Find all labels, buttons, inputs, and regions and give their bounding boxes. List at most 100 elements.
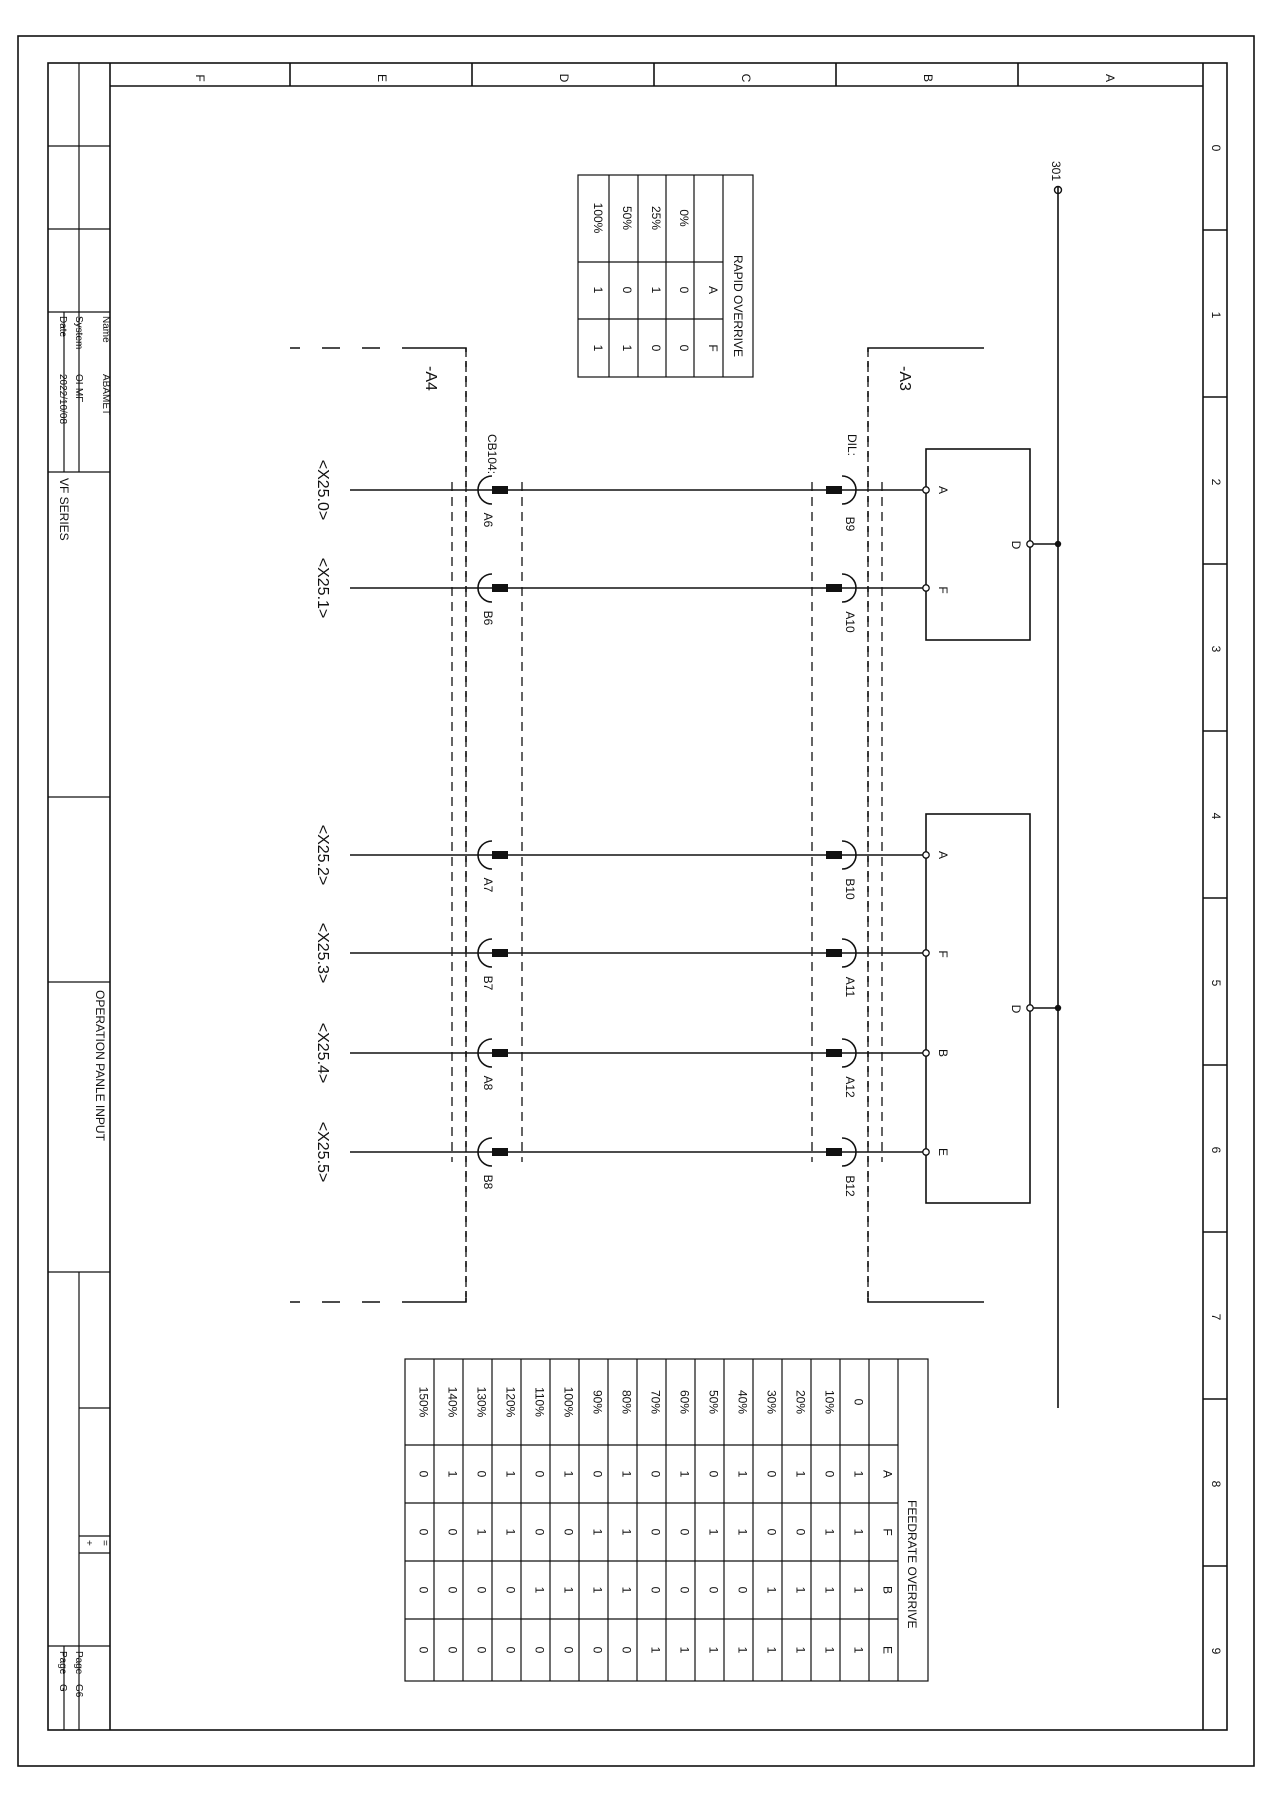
page-label: Page xyxy=(57,1651,68,1675)
table-header-cell: E xyxy=(881,1646,895,1654)
table-cell: 0 xyxy=(649,1529,663,1536)
table-cell: 0 xyxy=(417,1529,431,1536)
table-cell: 1 xyxy=(852,1647,866,1654)
table-cell: 50% xyxy=(707,1390,721,1414)
cb104-pin-label: A6 xyxy=(481,513,495,528)
table-cell: 1 xyxy=(707,1529,721,1536)
row-number: 8 xyxy=(1209,1481,1223,1488)
signal-label: <X25.4> xyxy=(314,1023,331,1084)
table-cell: 1 xyxy=(794,1647,808,1654)
signal-label: <X25.1> xyxy=(314,558,331,619)
signal-label: <X25.0> xyxy=(314,460,331,521)
system-label: System xyxy=(73,316,84,349)
table-cell: 0 xyxy=(677,287,691,294)
row-number: 9 xyxy=(1209,1648,1223,1655)
signal-label: <X25.3> xyxy=(314,923,331,984)
table-cell: 140% xyxy=(446,1387,460,1418)
row-number: 0 xyxy=(1209,145,1223,152)
title-block-text: Name ABAMET System OI-MF Date 2022/10/08… xyxy=(57,316,111,1698)
table-cell: 0 xyxy=(794,1529,808,1536)
table-cell: 0 xyxy=(446,1647,460,1654)
table-cell: 0 xyxy=(765,1471,779,1478)
table-cell: 0 xyxy=(417,1471,431,1478)
table-cell: 0 xyxy=(591,1647,605,1654)
location-symbol: + xyxy=(83,1540,94,1546)
switch-terminal xyxy=(922,486,930,494)
column-letter: E xyxy=(375,74,389,82)
row-number: 2 xyxy=(1209,479,1223,486)
connector-socket xyxy=(841,840,857,870)
dil-pin-label: A12 xyxy=(843,1076,857,1098)
table-cell: 10% xyxy=(823,1390,837,1414)
dil-pin-label: A10 xyxy=(843,611,857,633)
table-cell: 1 xyxy=(823,1587,837,1594)
connector-pin xyxy=(826,1049,842,1057)
connector-pin xyxy=(492,486,508,494)
table-cell: 1 xyxy=(591,345,605,352)
table-cell: 150% xyxy=(417,1387,431,1418)
signal-label: <X25.2> xyxy=(314,825,331,886)
table-cell: 0 xyxy=(852,1399,866,1406)
rapid-table-title: RAPID OVERRIVE xyxy=(731,255,745,357)
table-cell: 0 xyxy=(736,1587,750,1594)
table-cell: 0 xyxy=(533,1471,547,1478)
table-cell: 1 xyxy=(649,1647,663,1654)
column-letter: F xyxy=(193,74,207,81)
table-cell: 90% xyxy=(591,1390,605,1414)
table-cell: 1 xyxy=(678,1647,692,1654)
table-cell: 0 xyxy=(533,1647,547,1654)
table-cell: 20% xyxy=(794,1390,808,1414)
rapid-override-switch: A F D xyxy=(925,448,1058,641)
table-cell: 0 xyxy=(446,1529,460,1536)
connector-pin xyxy=(826,1148,842,1156)
device-a4-boundary xyxy=(290,346,468,1304)
table-cell: 1 xyxy=(794,1471,808,1478)
switch-terminal xyxy=(922,851,930,859)
row-number: 7 xyxy=(1209,1314,1223,1321)
switch-terminal xyxy=(922,1049,930,1057)
date-value: 2022/10/08 xyxy=(57,374,68,424)
letter-strip-labels: F E D C B A xyxy=(193,74,1117,83)
table-cell: 80% xyxy=(620,1390,634,1414)
row-number: 4 xyxy=(1209,813,1223,820)
table-cell: 1 xyxy=(823,1647,837,1654)
table-cell: 0 xyxy=(677,345,691,352)
table-cell: 0 xyxy=(620,287,634,294)
table-cell: 1 xyxy=(678,1471,692,1478)
signal-wire: <X25.4> A8 A12 xyxy=(314,1023,930,1098)
column-letter: C xyxy=(739,74,753,83)
table-cell: 1 xyxy=(794,1587,808,1594)
page-value: G6 xyxy=(73,1684,84,1698)
table-cell: 1 xyxy=(852,1529,866,1536)
cb104-pin-label: A8 xyxy=(481,1076,495,1091)
connector-socket xyxy=(841,475,857,505)
table-header-cell: F xyxy=(881,1528,895,1535)
number-strip-labels: 0 1 2 3 4 5 6 7 8 9 xyxy=(1209,145,1223,1655)
table-cell: 0 xyxy=(417,1647,431,1654)
connector-pin xyxy=(492,584,508,592)
connector-socket xyxy=(477,1137,493,1167)
table-cell: 0 xyxy=(620,1647,634,1654)
row-number: 3 xyxy=(1209,646,1223,653)
name-value: ABAMET xyxy=(100,374,111,415)
table-cell: 1 xyxy=(620,1587,634,1594)
connector-socket xyxy=(477,840,493,870)
outer-border xyxy=(17,35,1255,1767)
series-name: VF SERIES xyxy=(57,478,71,541)
table-cell: 1 xyxy=(736,1647,750,1654)
switch-pin-label: E xyxy=(936,1148,950,1156)
table-cell: 1 xyxy=(765,1587,779,1594)
system-value: OI-MF xyxy=(73,374,84,402)
table-cell: 1 xyxy=(852,1471,866,1478)
table-cell: 1 xyxy=(823,1529,837,1536)
table-cell: 1 xyxy=(504,1471,518,1478)
connector-pin xyxy=(492,1049,508,1057)
page-label: Page xyxy=(73,1651,84,1675)
switch-pin-label: B xyxy=(936,1049,950,1057)
switch-pin-label: A xyxy=(936,486,950,494)
connector-pin xyxy=(826,949,842,957)
